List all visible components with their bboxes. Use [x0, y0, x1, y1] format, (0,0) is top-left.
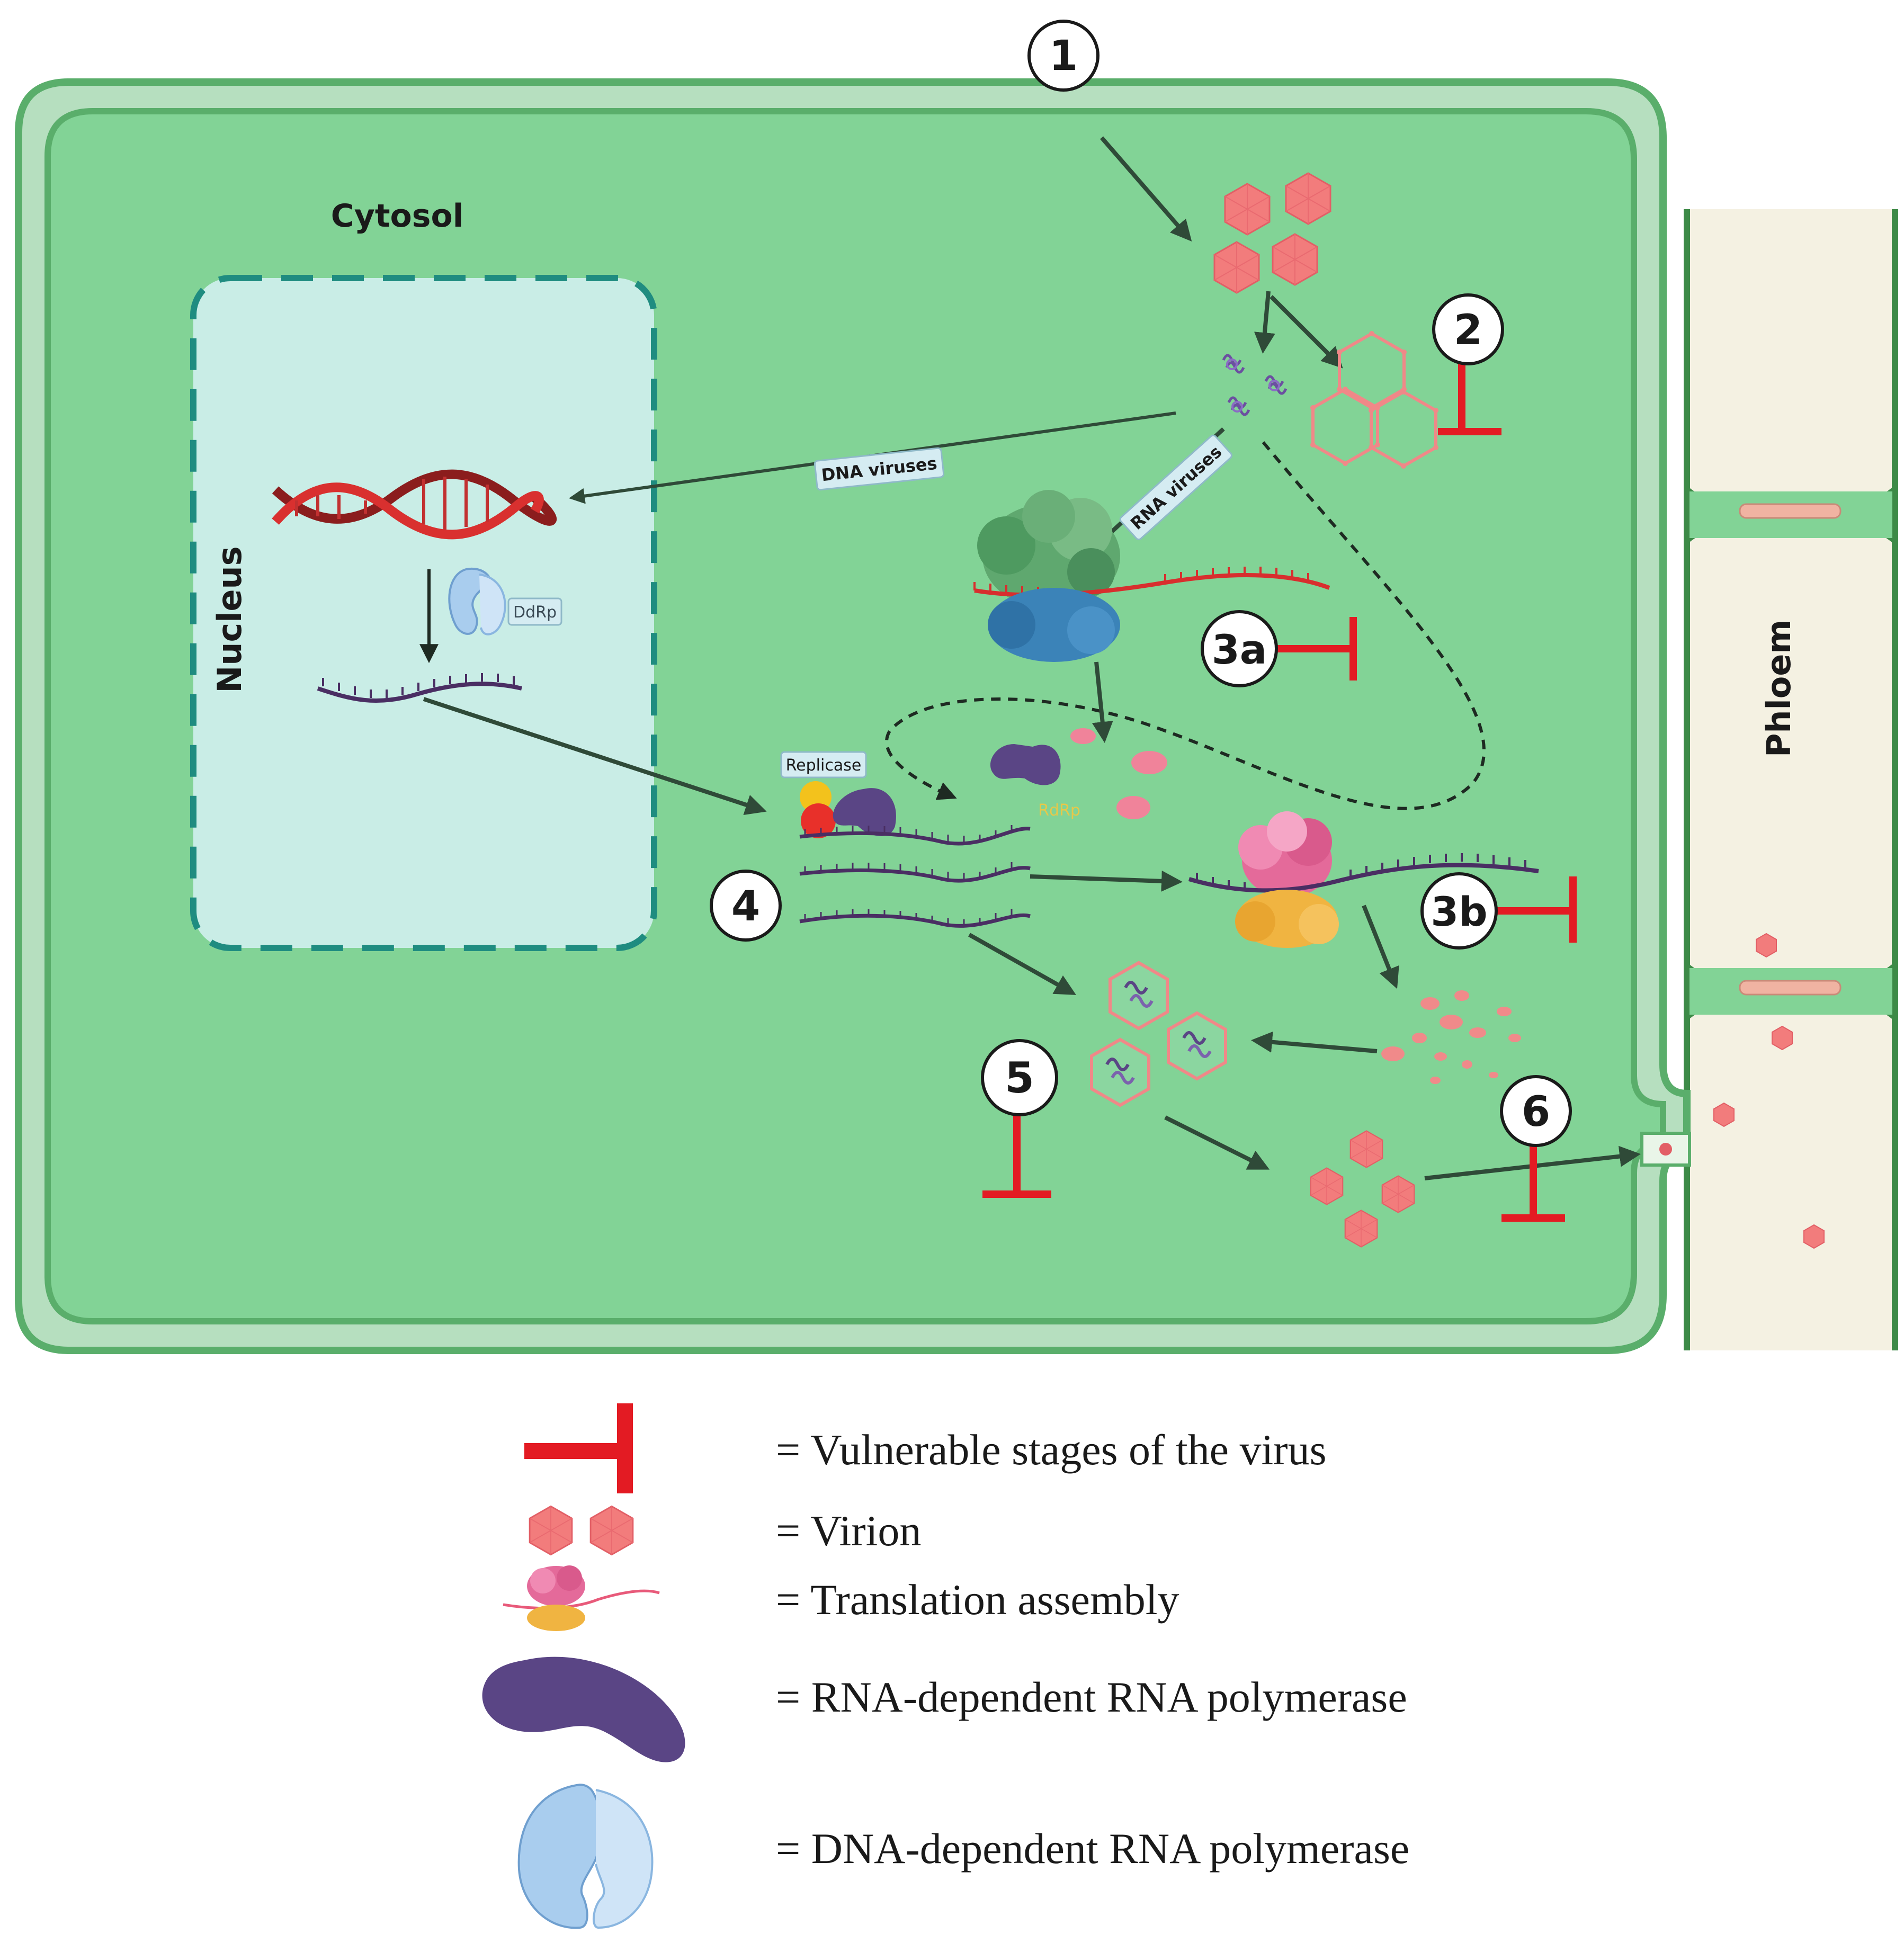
mrna-nucleus	[317, 673, 522, 703]
legend-ddrp-text: = DNA-dependent RNA polymerase	[776, 1824, 1409, 1873]
legend-inhibitor-icon	[524, 1403, 633, 1493]
rna-strands	[799, 825, 1031, 928]
inhibitor-step-6-icon	[1501, 1147, 1565, 1222]
mrna-export-arrow	[423, 697, 767, 816]
replicase-complex-icon	[800, 781, 896, 838]
coat-protein-fragments-icon	[1381, 990, 1521, 1084]
sieve-plate-icon	[1739, 980, 1842, 996]
step-3b-marker: 3b	[1420, 872, 1498, 950]
translation-arrow-3a	[1092, 661, 1113, 743]
step-2-marker: 2	[1432, 293, 1504, 365]
entry-arrow	[1100, 136, 1192, 242]
step-1-marker: 1	[1027, 20, 1100, 92]
assembly-arrow	[1251, 1031, 1378, 1053]
translation-arrow-3b	[1362, 905, 1399, 989]
step-2-label: 2	[1454, 307, 1482, 354]
step-4-marker: 4	[710, 870, 782, 942]
legend-virion-text: = Virion	[776, 1507, 921, 1555]
step-4-label: 4	[731, 883, 760, 930]
step-5-label: 5	[1005, 1053, 1034, 1103]
legend-rdrp-icon	[482, 1657, 685, 1762]
legend-ddrp-icon	[517, 1783, 654, 1929]
dna-viruses-tag: DNA viruses	[814, 447, 945, 491]
inhibitor-step-3a-icon	[1271, 617, 1357, 681]
replicase-label: Replicase	[786, 756, 862, 775]
step-3a-label: 3a	[1212, 626, 1267, 673]
sieve-plate-icon	[1739, 503, 1842, 519]
inhibitor-step-5-icon	[982, 1112, 1051, 1198]
inhibitor-step-2-icon	[1438, 360, 1501, 435]
step-5-marker: 5	[981, 1039, 1058, 1116]
legend-translation-icon	[503, 1565, 660, 1631]
step-3b-label: 3b	[1431, 888, 1487, 935]
translation-assembly-3b-icon	[1188, 811, 1539, 948]
ddrp-label-box	[507, 597, 562, 626]
legend-virion-icon	[529, 1505, 634, 1556]
legend: = Vulnerable stages of the virus = Virio…	[482, 1403, 1409, 1929]
strands-to-translation-arrow	[1030, 870, 1183, 892]
uncoating-arrow-genome	[1254, 291, 1275, 354]
genome-packaging-arrow	[968, 933, 1076, 995]
translation-assembly-3a-icon	[973, 490, 1330, 662]
uncoating-arrow-capsid	[1270, 295, 1343, 369]
plasmodesma	[1640, 1132, 1691, 1167]
step-6-marker: 6	[1500, 1075, 1572, 1147]
legend-rdrp-text: = RNA-dependent RNA polymerase	[776, 1673, 1407, 1721]
phloem-label: Phloem	[1759, 620, 1798, 757]
nucleus	[190, 275, 657, 951]
legend-vulnerable-text: = Vulnerable stages of the virus	[776, 1426, 1327, 1474]
ddrp-label: DdRp	[513, 603, 557, 622]
rdrp-label: RdRp	[1038, 801, 1080, 820]
rdrp-proteins-icon	[990, 728, 1167, 819]
cytosol-label: Cytosol	[331, 198, 464, 235]
replicase-label-box	[780, 751, 867, 778]
maturation-arrow	[1164, 1115, 1270, 1170]
nucleus-label: Nucleus	[210, 546, 249, 693]
legend-translation-text: = Translation assembly	[776, 1575, 1179, 1624]
step-6-label: 6	[1522, 1088, 1550, 1136]
phloem-vessel	[1684, 209, 1898, 1350]
step-1-label: 1	[1049, 32, 1078, 80]
step-3a-marker: 3a	[1201, 610, 1278, 687]
ddrp-small-icon	[448, 567, 506, 635]
inhibitor-step-3b-icon	[1494, 876, 1577, 943]
dna-helix-icon	[272, 469, 557, 540]
